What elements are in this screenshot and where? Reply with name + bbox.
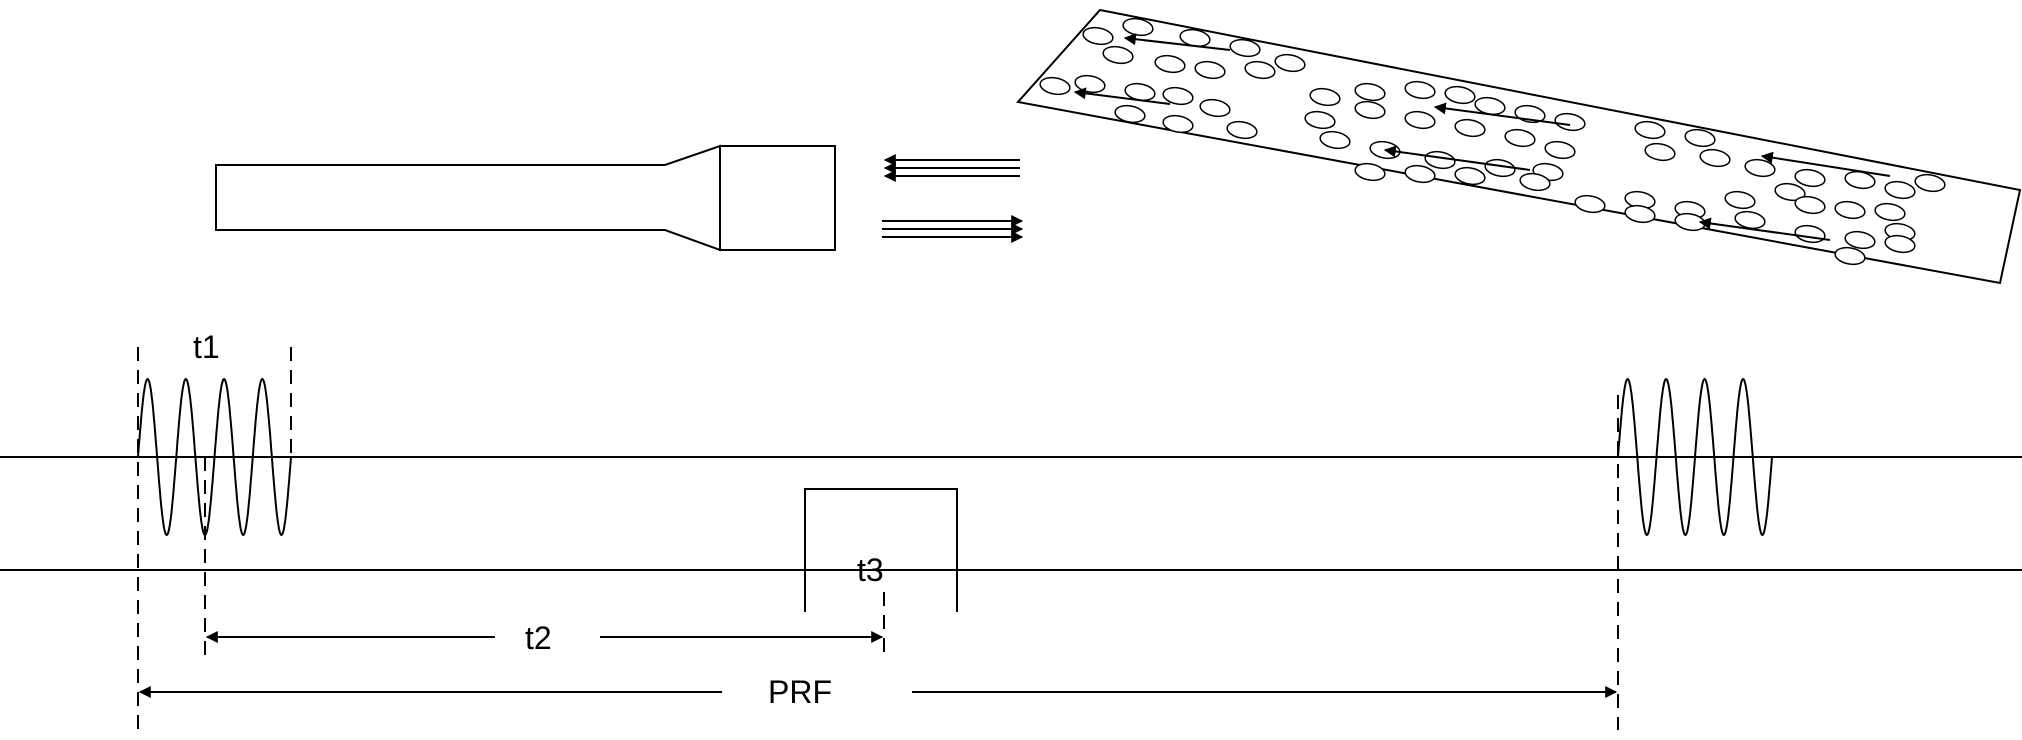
blood-cell bbox=[1404, 164, 1436, 184]
blood-cell bbox=[1684, 128, 1716, 148]
blood-cell bbox=[1229, 38, 1261, 58]
blood-cell bbox=[1634, 120, 1666, 140]
blood-vessel bbox=[1016, 8, 2022, 285]
blood-cell bbox=[1554, 112, 1586, 132]
blood-cell bbox=[1834, 246, 1866, 266]
blood-cell bbox=[1519, 172, 1551, 192]
blood-cell bbox=[1154, 54, 1186, 74]
transducer-probe bbox=[215, 144, 836, 252]
blood-cell bbox=[1794, 195, 1826, 215]
blood-cell bbox=[1744, 158, 1776, 178]
t2-dimension bbox=[205, 616, 884, 658]
blood-cell bbox=[1454, 166, 1486, 186]
blood-cell bbox=[1544, 140, 1576, 160]
blood-cell bbox=[1319, 130, 1351, 150]
flow-arrows bbox=[1073, 33, 1891, 241]
blood-cell bbox=[1834, 200, 1866, 220]
blood-cell bbox=[1624, 204, 1656, 224]
blood-cell bbox=[1884, 234, 1916, 254]
prf-dimension bbox=[138, 670, 1618, 714]
blood-cell bbox=[1194, 60, 1226, 80]
blood-cell bbox=[1874, 202, 1906, 222]
transmit-burst-second bbox=[1617, 377, 1773, 537]
blood-cell bbox=[1199, 98, 1231, 118]
blood-cells bbox=[1039, 17, 1946, 266]
blood-cell bbox=[1226, 120, 1258, 140]
transmit-burst-first bbox=[137, 377, 292, 537]
blood-cell bbox=[1354, 82, 1386, 102]
blood-cell bbox=[1404, 110, 1436, 130]
t2-label: t2 bbox=[525, 620, 552, 656]
blood-cell bbox=[1102, 45, 1134, 65]
blood-cell bbox=[1724, 190, 1756, 210]
blood-cell bbox=[1404, 80, 1436, 100]
range-gate-pulse bbox=[804, 488, 958, 612]
blood-cell bbox=[1274, 53, 1306, 73]
blood-cell bbox=[1454, 118, 1486, 138]
blood-cell bbox=[1162, 86, 1194, 106]
blood-cell bbox=[1444, 85, 1476, 105]
blood-cell bbox=[1794, 224, 1826, 244]
t3-label: t3 bbox=[857, 552, 884, 588]
blood-cell bbox=[1114, 104, 1146, 124]
blood-cell bbox=[1074, 74, 1106, 94]
blood-cell bbox=[1574, 194, 1606, 214]
blood-cell bbox=[1844, 230, 1876, 250]
blood-cell bbox=[1914, 173, 1946, 193]
blood-cell bbox=[1504, 128, 1536, 148]
blood-cell bbox=[1354, 162, 1386, 182]
blood-cell bbox=[1644, 142, 1676, 162]
blood-cell bbox=[1794, 168, 1826, 188]
blood-cell bbox=[1774, 182, 1806, 202]
blood-cell bbox=[1039, 76, 1071, 96]
blood-cell bbox=[1884, 180, 1916, 200]
echo-arrows-incoming bbox=[883, 154, 1020, 182]
blood-cell bbox=[1354, 100, 1386, 120]
transmit-arrows-outgoing bbox=[882, 215, 1024, 243]
prf-label: PRF bbox=[768, 674, 832, 710]
blood-cell bbox=[1082, 26, 1114, 46]
t1-label: t1 bbox=[193, 329, 220, 365]
blood-cell bbox=[1162, 114, 1194, 134]
blood-cell bbox=[1699, 148, 1731, 168]
blood-cell bbox=[1244, 60, 1276, 80]
blood-cell bbox=[1304, 110, 1336, 130]
blood-cell bbox=[1122, 17, 1154, 37]
blood-cell bbox=[1309, 87, 1341, 107]
